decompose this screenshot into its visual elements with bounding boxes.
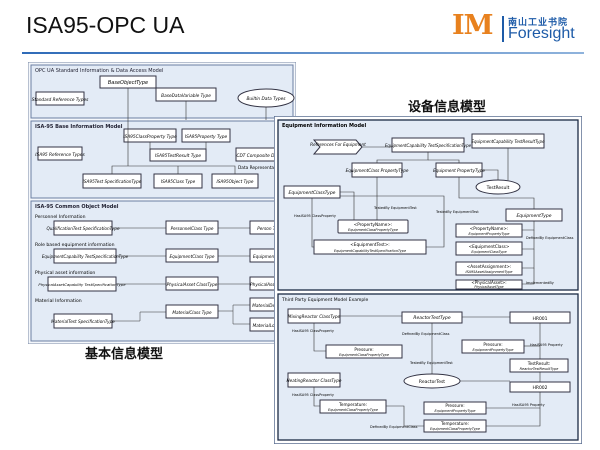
box-reactor-test: ReactorTest xyxy=(419,379,445,385)
box-pressure-1-sub: EquipmentClassPropertyType xyxy=(339,353,389,357)
edge-defined-by-class: DefinedBy EquipmentClass xyxy=(526,236,574,240)
logo-tagline: 南山工业书院 xyxy=(508,18,569,28)
imforesight-logo: IM 南山工业书院 Foresight xyxy=(452,10,592,46)
box-heating-reactor-class-type: HeatingReactor ClassType xyxy=(287,378,342,383)
box-material-test-spec: MaterialTest SpecificationType xyxy=(51,319,115,324)
box-eq-cap-test-spec-type: EquipmentCapability TestSpecificationTyp… xyxy=(385,143,472,148)
box-eq-class-property-type: EquipmentClass PropertyType xyxy=(346,168,409,173)
box-temperature-2-sub: EquipmentClassPropertyType xyxy=(430,427,480,431)
bottom-panel-title: ISA-95 Common Object Model xyxy=(35,204,119,210)
box-physical-asset-sub: PhysicalAssetType xyxy=(474,285,503,289)
edge-has-isa95-class-property-2: HasISA95 ClassProperty xyxy=(292,329,334,333)
section-personnel: Personnel Information xyxy=(35,214,86,220)
box-equipment-class-type: EquipmentClassType xyxy=(289,190,336,196)
box-isa95-test-spec-type: ISA95Test SpecificationType xyxy=(83,179,142,184)
box-physical-asset: <PhysicalAsset>: xyxy=(471,280,506,285)
box-isa95-object-type: ISA95Object Type xyxy=(217,179,254,184)
box-temperature-1-sub: EquipmentClassPropertyType xyxy=(328,408,378,412)
box-property-name-class-sub: EquipmentClassPropertyType xyxy=(348,228,398,232)
box-isa95-property-type: ISA95Property Type xyxy=(185,134,228,140)
box-test-result-2-sub: ReactorTestResultType xyxy=(520,367,559,371)
box-standard-ref-types: Standard Reference Types xyxy=(32,97,89,103)
edge-implemented-by: ImplementedBy xyxy=(526,281,554,285)
box-physical-asset-type: PhysicalAsset Type xyxy=(250,282,290,287)
box-pressure-3: Pressure: xyxy=(445,403,464,408)
section-material: Material Information xyxy=(35,298,82,304)
box-mixing-reactor-class-type: MixingReactor ClassType xyxy=(288,314,341,319)
label-data-representation: Data Representa... xyxy=(238,165,278,171)
edge-has-isa95-property-2: HasISA95 Property xyxy=(530,343,563,347)
box-equipment-class-inst-sub: EquipmentClassType xyxy=(471,250,506,254)
caption-equipment-info-model: 设备信息模型 xyxy=(408,100,487,115)
box-reactor-test-type: ReactorTestType xyxy=(413,315,450,321)
box-property-name-class: <PropertyName>: xyxy=(354,222,393,227)
box-test-result-2: TestResult: xyxy=(527,361,551,366)
box-material-class-type: MaterialClass Type xyxy=(172,310,212,315)
box-personnel-class-type: PersonnelClass Type xyxy=(171,226,214,231)
box-references-for-equipment: References For Equipment xyxy=(310,142,366,147)
box-equipment-capability-test-spec: EquipmentCapability TestSpecificationTyp… xyxy=(42,254,129,259)
caption-base-info-model: 基本信息模型 xyxy=(85,347,164,362)
right-bottom-panel-title: Third Party Equipment Model Example xyxy=(281,297,368,303)
mid-panel-title: ISA-95 Base Information Model xyxy=(35,124,123,130)
box-property-name-sub: EquipmentPropertyType xyxy=(469,232,510,236)
slide-title: ISA95-OPC UA xyxy=(26,12,185,38)
box-material-lot-type: MaterialLot Type xyxy=(253,323,288,328)
edge-has-isa95-class-property: HasISA95 ClassProperty xyxy=(294,214,336,218)
box-pressure-2: Pressure: xyxy=(483,342,502,347)
section-role-equipment: Role based equipment information xyxy=(35,242,115,248)
logo-letters: IM xyxy=(452,10,494,41)
box-cdt-composite: CDT Composite DataType xyxy=(236,153,291,159)
base-information-model-diagram: OPC UA Standard Information & Data Acces… xyxy=(27,61,297,345)
box-property-name: <PropertyName>: xyxy=(470,226,509,231)
box-material-def-type: MaterialDef Type xyxy=(252,303,288,308)
box-asset-assignment: <AssetAssignment>: xyxy=(467,264,512,269)
box-equipment-type: Equipment Type xyxy=(253,254,287,259)
edge-tested-by-test: TestedBy EquipmentTest xyxy=(373,206,417,210)
top-panel-title: OPC UA Standard Information & Data Acces… xyxy=(35,68,163,74)
edge-tested-by-2: TestedBy EquipmentTest xyxy=(409,361,453,365)
box-eq-property-type: Equipment PropertyType xyxy=(433,168,485,173)
box-equipment-test-sub: EquipmentCapabilityTestSpecificationType xyxy=(334,249,406,253)
box-physical-asset-class-type: PhysicalAsset ClassType xyxy=(167,282,218,287)
edge-tested-by-test-2: TestedBy EquipmentTest xyxy=(435,210,479,214)
box-base-object-type: BaseObjectType xyxy=(108,80,148,86)
box-isa95-test-result-type: ISA95TestResult Type xyxy=(155,153,201,159)
logo-wordmark: Foresight xyxy=(508,25,575,42)
box-pressure-1: Pressure: xyxy=(354,347,373,352)
box-base-data-variable-type: BaseDataVariable Type xyxy=(161,93,211,99)
edge-defined-by-2: DefinedBy EquipmentClass xyxy=(370,425,418,429)
box-qualification-test-spec: QualificationTest SpecificationType xyxy=(46,226,119,231)
equipment-information-model-diagram: Equipment Information Model References F… xyxy=(273,115,583,445)
right-top-panel-title: Equipment Information Model xyxy=(282,123,366,129)
box-pressure-3-sub: EquipmentPropertyType xyxy=(435,409,476,413)
box-equipment-type: EquipmentType xyxy=(516,213,551,219)
box-physical-asset-capability-test-spec: PhysicalAssetCapability TestSpecificatio… xyxy=(38,282,126,287)
box-isa95-class-property-type: ISA95ClassProperty Type xyxy=(123,134,177,140)
box-asset-assignment-sub: ISA95AssetAssignmentType xyxy=(465,270,512,274)
box-person-type: Person Type xyxy=(257,226,283,231)
edge-has-isa95-class-property-3: HasISA95 ClassProperty xyxy=(292,393,334,397)
box-temperature-1: Temperature: xyxy=(338,402,367,407)
edge-defined-by-class-2: DefinedBy EquipmentClass xyxy=(402,332,450,336)
box-hr002: HR002 xyxy=(532,385,547,391)
logo-divider xyxy=(502,16,504,42)
title-underline xyxy=(22,52,584,54)
box-pressure-2-sub: EquipmentPropertyType xyxy=(473,348,514,352)
box-eq-cap-test-result-type: EquipmentCapability TestResultType xyxy=(471,139,545,144)
edge-has-isa95-property-3: HasISA95 Property xyxy=(512,403,545,407)
box-equipment-test: <EquipmentTest>: xyxy=(350,242,389,247)
box-temperature-2: Temperature: xyxy=(440,421,469,426)
box-equipment-class-type: EquipmentClass Type xyxy=(170,254,215,259)
box-isa95-class-type: ISA95Class Type xyxy=(161,179,196,184)
box-hr001: HR001 xyxy=(532,316,547,322)
box-test-result: TestResult xyxy=(486,185,510,191)
box-builtin-data-types: Builtin Data Types xyxy=(246,96,286,102)
box-equipment-class-inst: <EquipmentClass> xyxy=(469,244,510,249)
box-isa95-reference-types: ISA95 Reference Types xyxy=(35,152,85,158)
section-physical-asset: Physical asset information xyxy=(35,270,95,276)
